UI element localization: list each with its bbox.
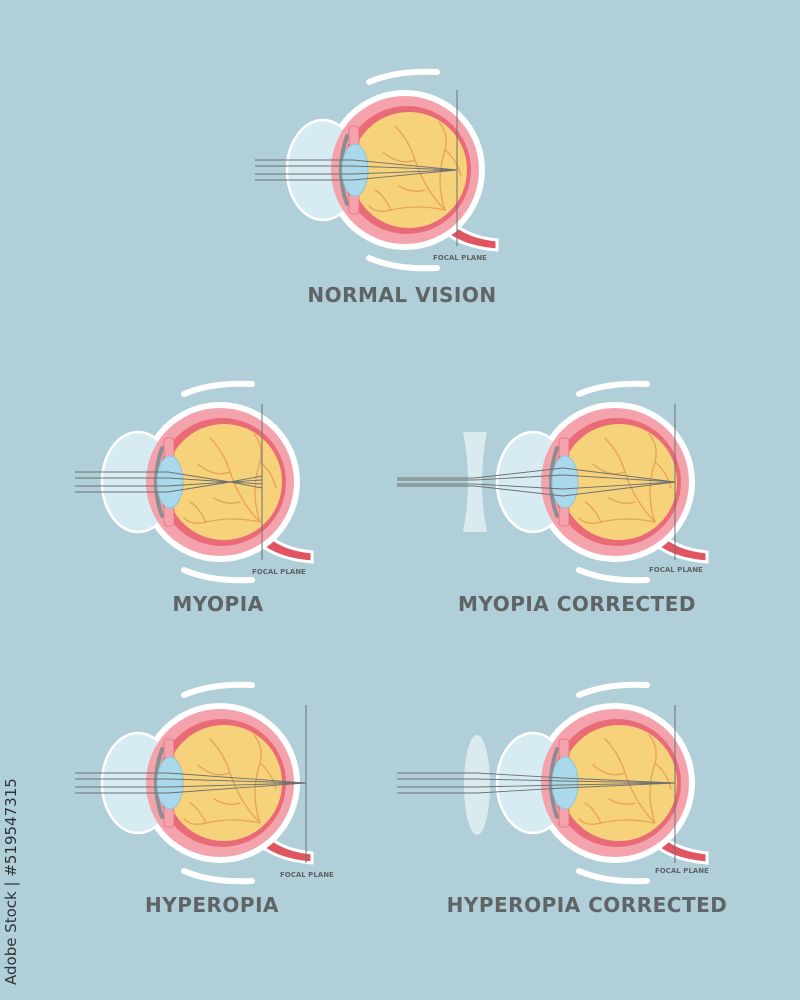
panel-myopia: FOCAL PLANE — [75, 384, 312, 581]
light-rays — [397, 467, 676, 497]
focal-plane-label: FOCAL PLANE — [433, 254, 487, 262]
panel-hyperopia: FOCAL PLANE — [75, 685, 334, 882]
focal-plane-label: FOCAL PLANE — [655, 867, 709, 875]
concave-lens — [463, 432, 487, 532]
title-hyperopia-corrected: HYPEROPIA CORRECTED — [446, 893, 728, 917]
light-rays — [397, 772, 676, 794]
eye-normal — [287, 72, 497, 269]
panel-myopia-corrected: FOCAL PLANE — [397, 384, 707, 581]
light-rays — [75, 772, 307, 794]
eye-myopia — [102, 384, 312, 581]
title-normal-vision: NORMAL VISION — [307, 283, 497, 307]
title-myopia: MYOPIA — [172, 592, 264, 616]
convex-lens — [464, 735, 490, 835]
title-hyperopia: HYPEROPIA — [144, 893, 280, 917]
light-rays — [75, 471, 263, 493]
focal-plane-label: FOCAL PLANE — [649, 566, 703, 574]
focal-plane-label: FOCAL PLANE — [280, 871, 334, 879]
panel-normal-vision: FOCAL PLANE — [255, 72, 497, 269]
panel-hyperopia-corrected: FOCAL PLANE — [397, 685, 709, 882]
focal-plane-label: FOCAL PLANE — [252, 568, 306, 576]
light-rays — [255, 159, 458, 181]
eye-hyperopia — [102, 685, 312, 882]
title-myopia-corrected: MYOPIA CORRECTED — [458, 592, 696, 616]
stock-id-label: Adobe Stock | #519547315 — [2, 778, 20, 985]
